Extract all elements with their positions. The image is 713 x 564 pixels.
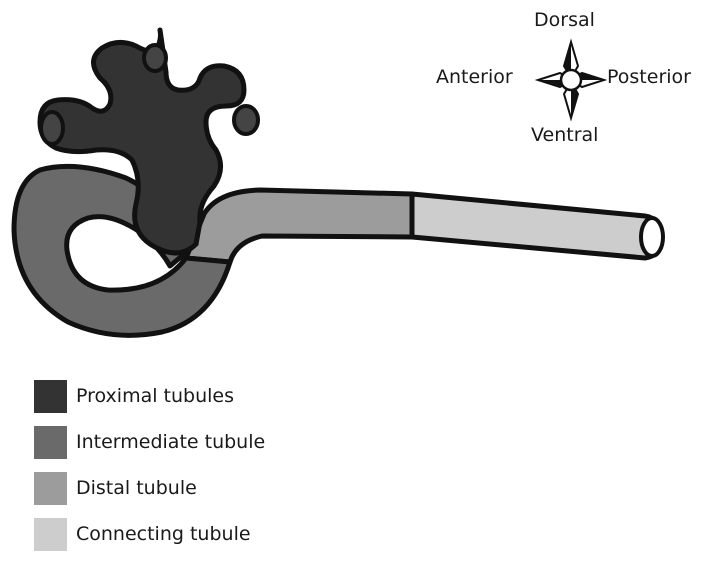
connecting-tubule-segment: [412, 194, 663, 258]
distal-tubule-segment: [186, 190, 412, 262]
legend-swatch-connecting: [34, 518, 67, 551]
compass-label-anterior: Anterior: [436, 66, 513, 88]
legend-swatch-intermediate: [34, 426, 67, 459]
legend-label-intermediate: Intermediate tubule: [76, 431, 265, 453]
legend-label-distal: Distal tubule: [76, 477, 197, 499]
legend-label-proximal: Proximal tubules: [76, 385, 234, 407]
compass-label-dorsal: Dorsal: [534, 9, 595, 31]
nephron-tubule-diagram: [0, 0, 713, 370]
compass-label-ventral: Ventral: [531, 124, 598, 146]
legend-swatch-proximal: [34, 380, 67, 413]
tubule-opening: [641, 218, 663, 256]
legend-label-connecting: Connecting tubule: [76, 523, 251, 545]
compass-rose-icon: [538, 42, 604, 118]
compass-label-posterior: Posterior: [607, 66, 691, 88]
legend-swatch-distal: [34, 472, 67, 505]
